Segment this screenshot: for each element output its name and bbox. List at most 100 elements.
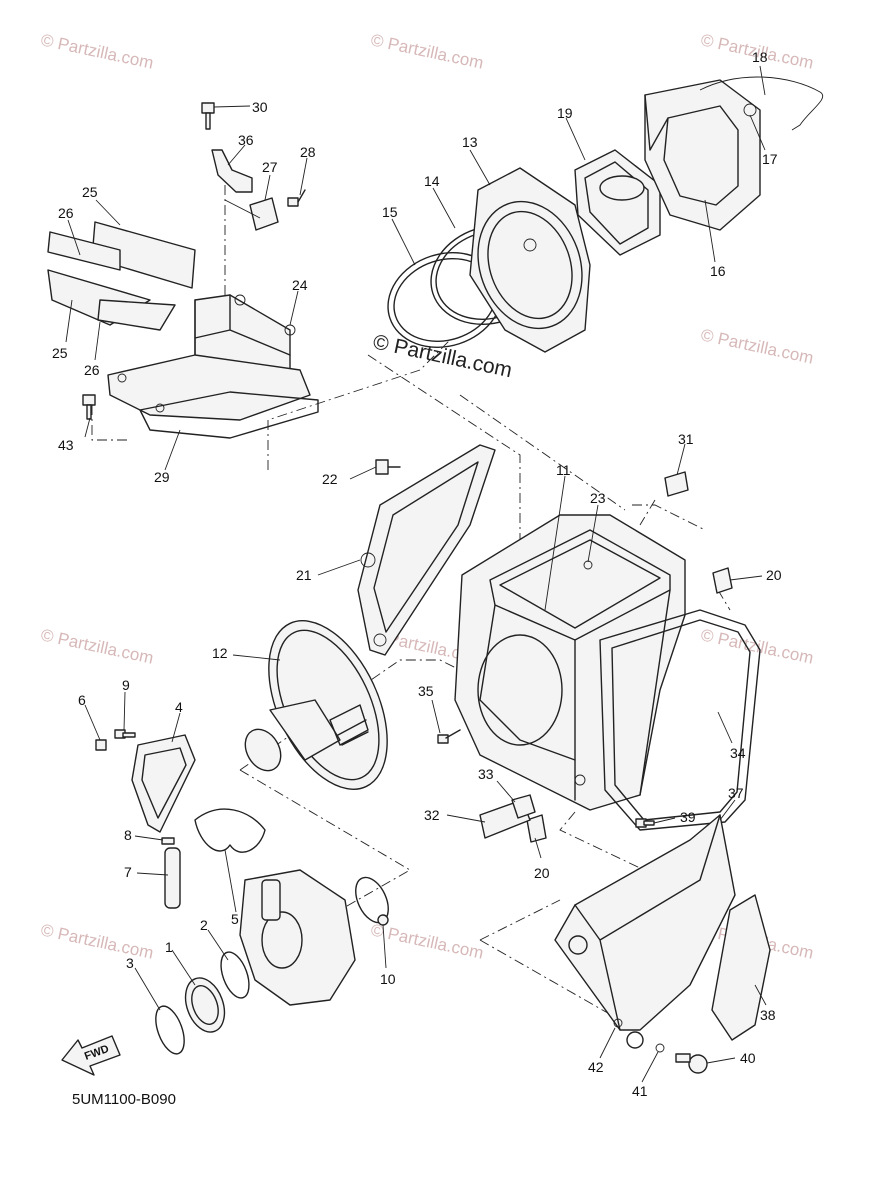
callout-27: 27 [262, 159, 278, 175]
clamp [155, 1005, 185, 1055]
callout-41: 41 [632, 1083, 648, 1099]
callout-43: 43 [58, 437, 74, 453]
callout-35: 35 [418, 683, 434, 699]
air-box-body [454, 514, 686, 811]
callout-42: 42 [588, 1059, 604, 1075]
bolt [635, 818, 655, 828]
clamp [220, 951, 250, 999]
watermark: © Partzilla.com [699, 325, 815, 367]
callout-3: 3 [126, 955, 134, 971]
bracket [511, 794, 536, 819]
screw [437, 729, 461, 744]
callout-16: 16 [710, 263, 726, 279]
air-funnel [244, 620, 388, 790]
air-duct-flange [107, 354, 311, 421]
breather-assembly [95, 729, 266, 909]
callout-37: 37 [728, 785, 744, 801]
duct-seal [139, 391, 319, 439]
bolt [82, 394, 96, 420]
cover-plate [47, 231, 121, 271]
callout-40: 40 [740, 1050, 756, 1066]
callout-6: 6 [78, 692, 86, 708]
callout-20b: 20 [534, 865, 550, 881]
diagram-code: 5UM1100-B090 [72, 1091, 176, 1108]
callout-8: 8 [124, 827, 132, 843]
washer [655, 1043, 665, 1053]
callout-39: 39 [680, 809, 696, 825]
callout-21: 21 [296, 567, 312, 583]
callout-13: 13 [462, 134, 478, 150]
side-cover [357, 444, 496, 656]
callout-10: 10 [380, 971, 396, 987]
callout-34: 34 [730, 745, 746, 761]
air-duct-assembly [47, 102, 319, 439]
leader-lines [65, 65, 767, 1083]
clip [712, 567, 733, 594]
lower-cover [554, 814, 736, 1031]
callout-15: 15 [382, 204, 398, 220]
callout-31: 31 [678, 431, 694, 447]
side-plate [711, 894, 771, 1041]
watermark-center: © Partzilla.com [371, 330, 514, 382]
callout-25b: 25 [52, 345, 68, 361]
watermark: © Partzilla.com [369, 920, 485, 962]
callout-23: 23 [590, 490, 606, 506]
side-cover-frame [357, 444, 496, 656]
filter-cage [469, 167, 591, 353]
bracket [211, 149, 253, 193]
bolt [95, 729, 136, 751]
funnel-neck [244, 728, 282, 772]
filter-frame [574, 149, 661, 256]
callout-28: 28 [300, 144, 316, 160]
air-box [454, 471, 761, 843]
callout-14: 14 [424, 173, 440, 189]
callout-30: 30 [252, 99, 268, 115]
callout-18: 18 [752, 49, 768, 65]
gasket [599, 609, 761, 831]
quick-fastener [675, 1053, 708, 1074]
callout-17: 17 [762, 151, 778, 167]
filter-element [644, 79, 761, 231]
callout-4: 4 [175, 699, 183, 715]
joint [184, 977, 226, 1033]
callout-25: 25 [82, 184, 98, 200]
callout-36: 36 [238, 132, 254, 148]
callout-12: 12 [212, 645, 228, 661]
callout-24: 24 [292, 277, 308, 293]
carburetor-assembly [155, 869, 389, 1055]
bolt [201, 102, 215, 130]
callout-38: 38 [760, 1007, 776, 1023]
assembly-lines [91, 165, 731, 1021]
watermark: © Partzilla.com [369, 30, 485, 72]
plate [249, 197, 279, 231]
callout-9: 9 [122, 677, 130, 693]
carburetor [239, 869, 356, 1006]
fwd-arrow-icon: FWD [61, 1035, 121, 1076]
breather-cover [131, 734, 196, 833]
clip [526, 814, 547, 843]
washer [613, 1018, 623, 1028]
callout-19: 19 [557, 105, 573, 121]
callout-33: 33 [478, 766, 494, 782]
pin [375, 459, 401, 475]
callout-29: 29 [154, 469, 170, 485]
small-parts [437, 729, 536, 839]
callout-22: 22 [322, 471, 338, 487]
clip [664, 471, 689, 497]
pipe [164, 847, 181, 909]
washer [161, 837, 175, 845]
cord [699, 76, 823, 131]
callout-2: 2 [200, 917, 208, 933]
callout-7: 7 [124, 864, 132, 880]
screw [287, 189, 306, 207]
breather-hose [194, 808, 266, 853]
watermark: © Partzilla.com [39, 30, 155, 72]
callout-26: 26 [58, 205, 74, 221]
callout-32: 32 [424, 807, 440, 823]
watermark: © Partzilla.com [39, 625, 155, 667]
callout-26b: 26 [84, 362, 100, 378]
callout-5: 5 [231, 911, 239, 927]
lower-cover [554, 814, 771, 1074]
watermark: © Partzilla.com [39, 920, 155, 962]
